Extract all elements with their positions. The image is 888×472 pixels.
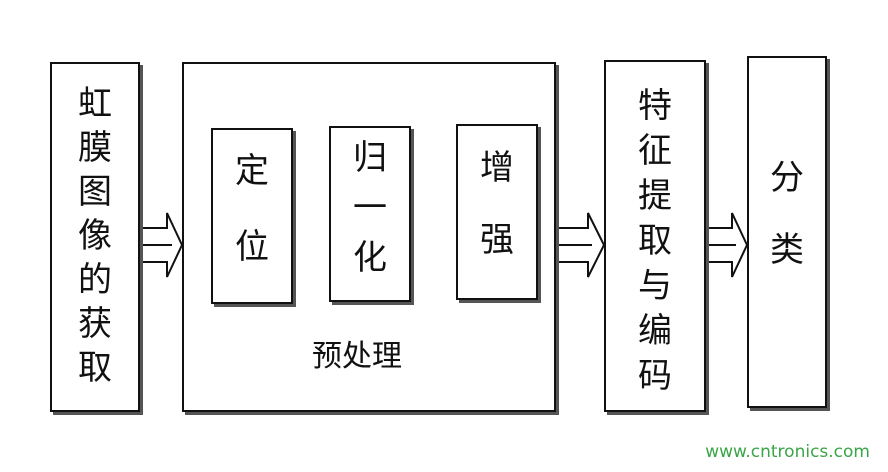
step-enhancement: 增 强	[456, 124, 538, 300]
step-normalization: 归 一 化	[329, 126, 411, 302]
arrow-preprocess-to-feature	[555, 212, 606, 278]
step-enhancement-label: 增 强	[480, 148, 514, 260]
node-feature-extraction: 特 征 提 取 与 编 码	[604, 60, 706, 412]
step-normalization-label: 归 一 化	[353, 138, 387, 278]
step-localization-label: 定 位	[235, 151, 269, 267]
node-iris-image-acquisition: 虹 膜 图 像 的 获 取	[50, 62, 140, 412]
node-iris-image-acquisition-label: 虹 膜 图 像 的 获 取	[78, 84, 112, 388]
node-preprocessing-label: 预处理	[312, 339, 402, 374]
arrow-acquire-to-preprocess	[139, 212, 184, 278]
step-localization: 定 位	[211, 128, 293, 304]
node-preprocessing: 定 位 归 一 化 增 强 预处理	[182, 62, 556, 412]
watermark-text: www.cntronics.com	[705, 442, 870, 462]
arrow-feature-to-classify	[705, 212, 749, 278]
node-classification-label: 分 类	[770, 158, 804, 270]
node-feature-extraction-label: 特 征 提 取 与 编 码	[638, 86, 672, 396]
node-classification: 分 类	[747, 56, 827, 408]
